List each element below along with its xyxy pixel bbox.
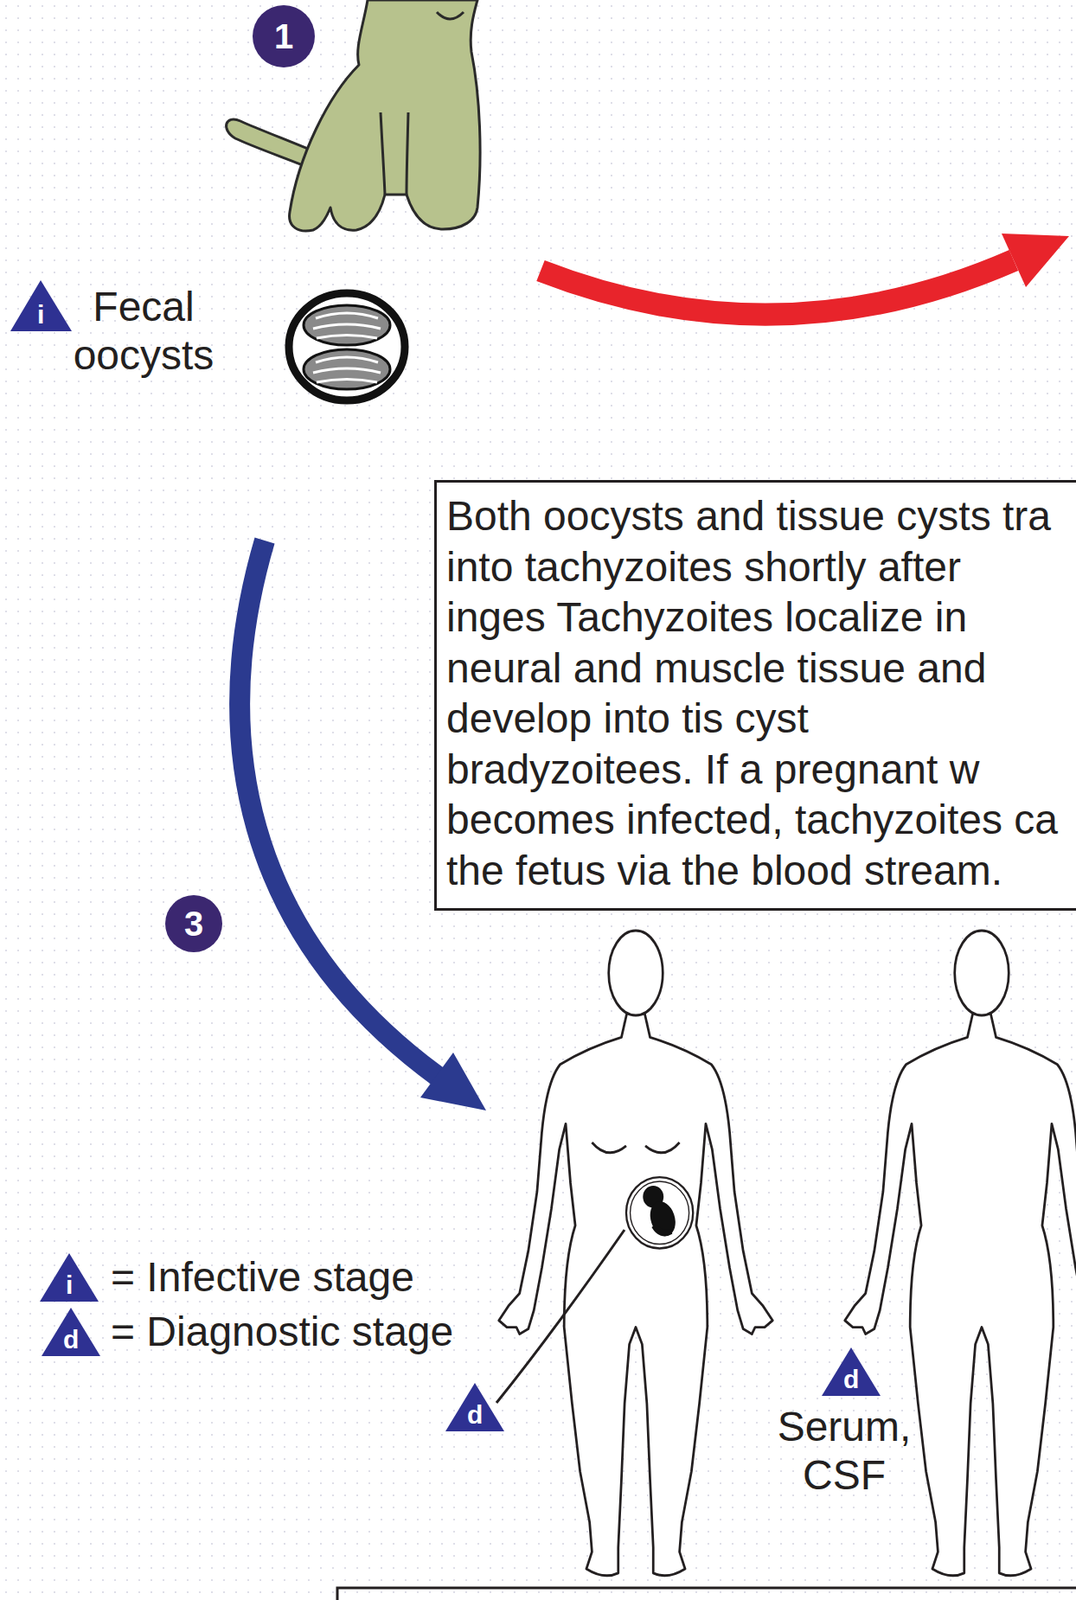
womb-inner bbox=[630, 1181, 690, 1245]
diagnostic-mark: d bbox=[843, 1364, 859, 1395]
oocyst-icon bbox=[288, 293, 405, 401]
sporozoite-lines bbox=[313, 313, 381, 383]
cat-illustration bbox=[226, 0, 481, 231]
head-outline bbox=[608, 930, 664, 1016]
specimen-label: Serum, CSF bbox=[770, 1402, 918, 1500]
diagnostic-triangle bbox=[821, 1347, 881, 1397]
note-text: Both oocysts and tissue cysts tra into t… bbox=[446, 491, 1060, 897]
leader-line bbox=[496, 1229, 625, 1403]
cat-leg-line bbox=[380, 112, 385, 195]
legend-text: = Diagnostic stage bbox=[110, 1307, 454, 1357]
fetus bbox=[642, 1185, 680, 1241]
bottom-box-edge bbox=[337, 1588, 1076, 1600]
infective-mark: i bbox=[65, 1269, 73, 1301]
callout-circle bbox=[252, 5, 315, 68]
callout-circle bbox=[165, 895, 223, 953]
breast-lines bbox=[591, 1142, 679, 1153]
body-outline bbox=[499, 1012, 773, 1576]
cat-leg-line bbox=[406, 112, 409, 195]
head-outline bbox=[954, 930, 1010, 1016]
diagnostic-mark: d bbox=[63, 1324, 79, 1355]
stage-label: Fecal oocysts bbox=[57, 282, 231, 380]
infective-triangle bbox=[10, 280, 72, 332]
diagnostic-triangle bbox=[41, 1307, 101, 1357]
womb-circle bbox=[626, 1177, 693, 1249]
oocyst-wall bbox=[288, 293, 405, 401]
red-arrow-head bbox=[1001, 233, 1070, 288]
infective-triangle bbox=[39, 1253, 99, 1302]
legend-text: = Infective stage bbox=[110, 1253, 415, 1302]
callout-number: 1 bbox=[274, 16, 294, 58]
blue-arrow-head bbox=[420, 1052, 487, 1111]
woman-figure bbox=[499, 930, 773, 1576]
red-arrow-shaft bbox=[540, 260, 1014, 315]
note-box: Both oocysts and tissue cysts tra into t… bbox=[434, 480, 1076, 911]
blue-arrow-shaft bbox=[239, 540, 440, 1078]
cat-mouth bbox=[436, 12, 464, 20]
diagnostic-mark: d bbox=[467, 1399, 483, 1430]
cat-body bbox=[289, 0, 481, 231]
callout-number: 3 bbox=[184, 903, 204, 945]
diagnostic-triangle bbox=[445, 1383, 505, 1432]
infective-mark: i bbox=[37, 299, 45, 330]
